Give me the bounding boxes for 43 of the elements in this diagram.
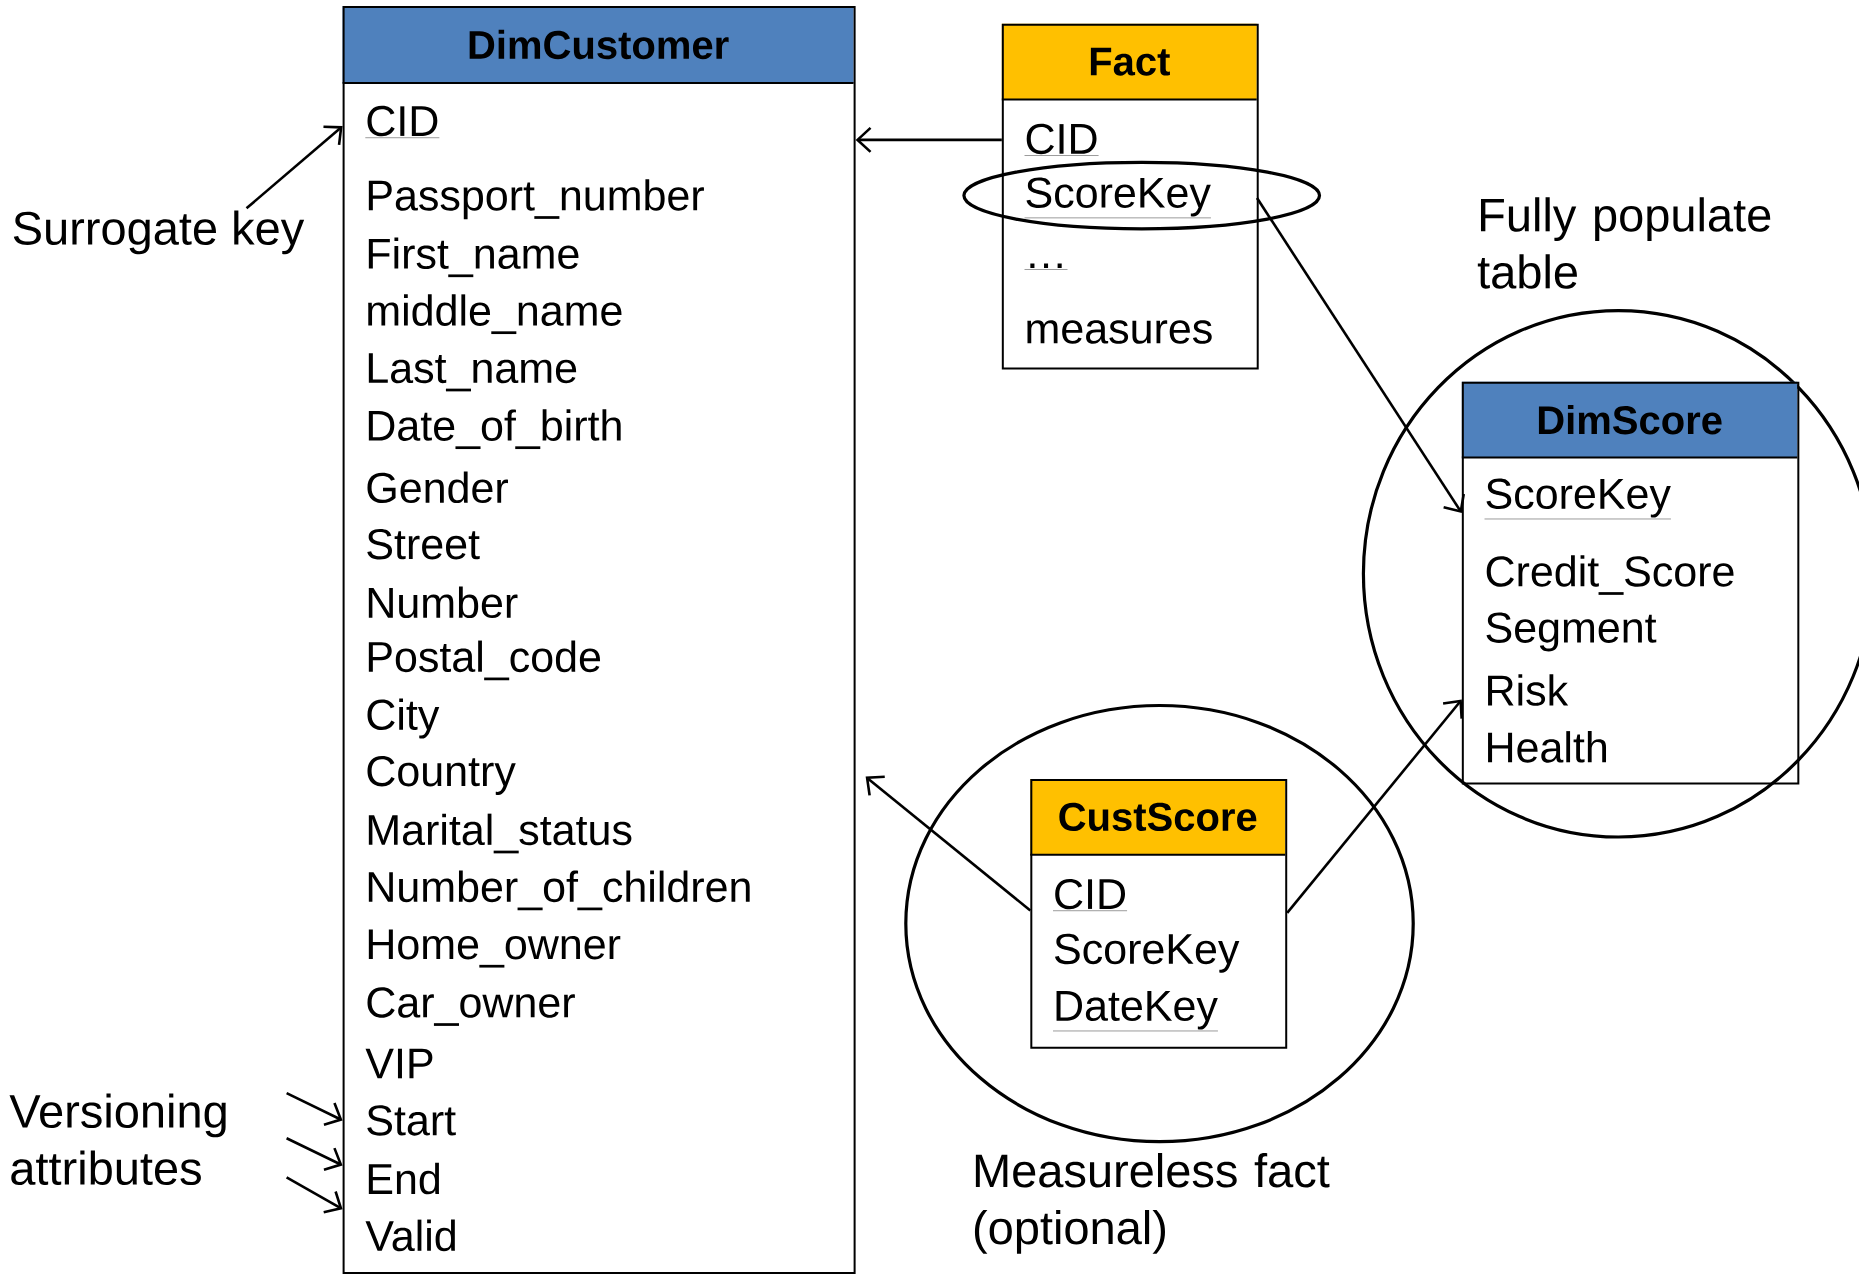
column-name: Postal_code: [368, 640, 601, 681]
column-name: ScoreKey: [1484, 478, 1672, 520]
annotation-text: Measureless fact (optional): [974, 1153, 1330, 1254]
column-name: Last_name: [368, 353, 577, 392]
arrow: [855, 126, 1002, 153]
column-name: Segment: [1486, 612, 1657, 652]
column-name: Valid: [365, 1219, 455, 1252]
column-name: Country: [367, 755, 516, 795]
column-name: Credit_Score: [1486, 555, 1734, 595]
leader-line: [285, 1176, 343, 1214]
column-name: City: [367, 698, 440, 739]
column-name: VIP: [365, 1048, 433, 1079]
column-name: CID: [365, 105, 440, 138]
arrow: [865, 775, 1032, 912]
column-name: ScoreKey: [1024, 177, 1212, 219]
annotation-text: Fully populate table: [1477, 197, 1771, 289]
column-name: …: [1024, 263, 1068, 270]
column-name: End: [368, 1162, 440, 1195]
column-name: Car_owner: [367, 987, 575, 1026]
arrow: [1286, 699, 1463, 914]
column-name: Passport_number: [368, 179, 704, 220]
column-name: CID: [1024, 123, 1099, 156]
column-name: Home_owner: [368, 929, 621, 968]
column-name: Health: [1488, 731, 1606, 763]
column-name: Number_of_children: [368, 870, 750, 911]
column-name: Street: [367, 528, 480, 560]
column-name: middle_name: [368, 294, 622, 335]
column-name: Risk: [1488, 674, 1569, 706]
column-name: Date_of_birth: [368, 409, 621, 450]
column-name: Number: [368, 586, 518, 619]
leader-line: [245, 125, 343, 210]
column-name: First_name: [368, 237, 579, 278]
column-name: CID: [1052, 878, 1128, 911]
column-name: Start: [367, 1105, 456, 1136]
column-name: ScoreKey: [1055, 933, 1240, 973]
column-name: DateKey: [1052, 991, 1219, 1032]
leader-line: [286, 1091, 343, 1126]
column-name: measures: [1027, 320, 1212, 344]
column-name: Gender: [367, 471, 508, 504]
annotation-text: Versioning attributes: [9, 1093, 226, 1186]
column-name: Marital_status: [368, 813, 632, 854]
annotation-text: Surrogate key: [13, 210, 305, 255]
leader-line: [286, 1137, 343, 1171]
